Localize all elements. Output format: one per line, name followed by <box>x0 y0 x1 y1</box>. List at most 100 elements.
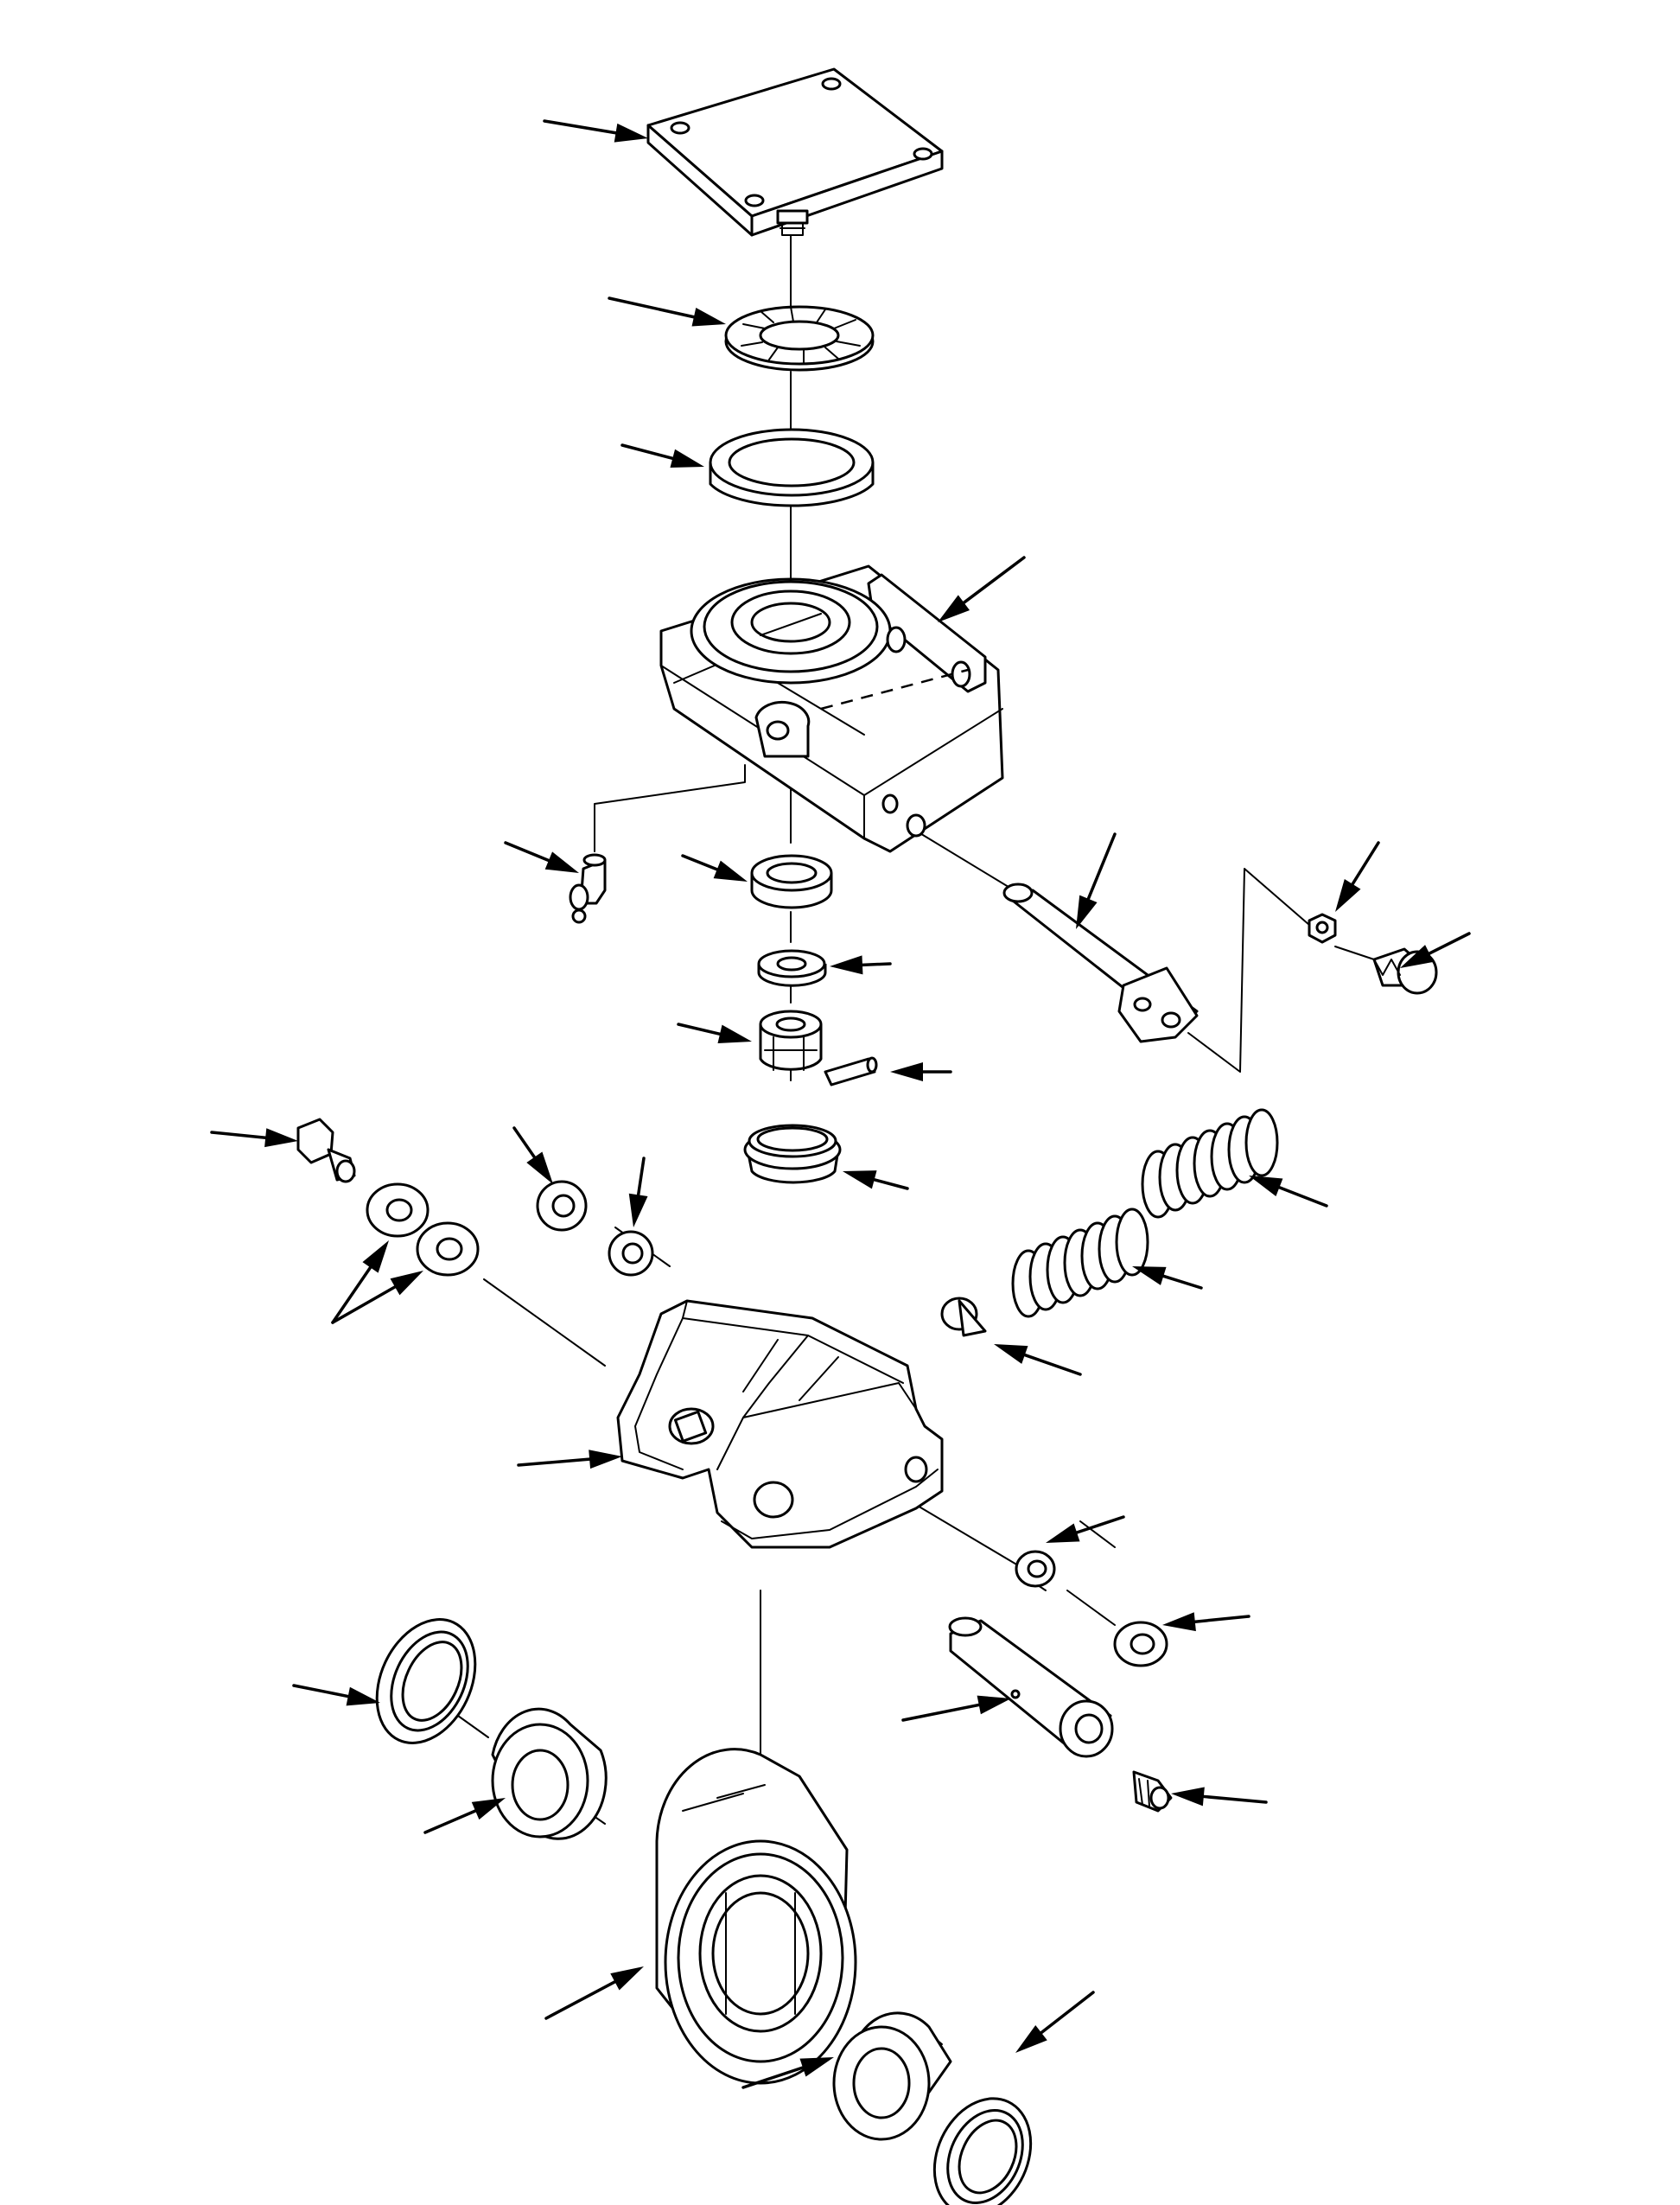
arrowhead <box>713 860 748 882</box>
bearing-race-ring <box>709 428 875 507</box>
wheel-bearing-right <box>832 2011 952 2141</box>
leader-line <box>1161 1274 1203 1290</box>
arrowhead <box>362 1240 389 1273</box>
arrowhead <box>628 1193 648 1227</box>
wheel-bearing-left <box>491 1707 608 1840</box>
leader-arrow <box>1171 1787 1268 1807</box>
leader-arrow <box>331 1240 389 1324</box>
leader-line <box>962 556 1026 604</box>
leader-line <box>901 1703 981 1722</box>
thrust-bearing <box>724 305 875 372</box>
leader-line <box>292 1684 350 1698</box>
arrowhead <box>994 1344 1028 1364</box>
leader-line <box>1075 1515 1125 1534</box>
kingpin-shaft <box>1002 883 1199 1043</box>
grease-elbow-fitting <box>569 853 607 924</box>
spring-plunger <box>940 1297 987 1337</box>
arrowhead <box>1162 1612 1196 1632</box>
arrowhead <box>691 308 726 327</box>
leader-line <box>1202 1794 1268 1804</box>
leader-line <box>331 1265 372 1324</box>
leader-line <box>1086 832 1117 901</box>
washer-left-b <box>416 1221 480 1277</box>
castle-nut <box>759 1010 823 1071</box>
leader-line <box>620 443 675 461</box>
leader-arrow <box>994 1344 1082 1376</box>
leader-arrow <box>741 2057 834 2089</box>
arrowhead <box>1171 1787 1205 1807</box>
leader-line <box>517 1457 591 1467</box>
hex-nut-right <box>1308 913 1337 944</box>
leader-arrow <box>843 1170 909 1190</box>
dust-cap <box>743 1124 842 1184</box>
leader-arrow <box>210 1128 298 1148</box>
leader-line <box>543 119 618 135</box>
leader-arrow <box>504 841 579 873</box>
cotter-pin <box>824 1056 878 1087</box>
leader-line <box>861 962 892 967</box>
arrowhead <box>1132 1266 1167 1285</box>
arrowhead <box>843 1170 877 1189</box>
arrowhead <box>589 1450 622 1469</box>
arrowhead <box>1335 878 1361 912</box>
arrowhead <box>614 123 648 143</box>
compression-spring-lower <box>1011 1208 1149 1318</box>
leader-arrow <box>1162 1612 1250 1632</box>
leader-line <box>210 1131 267 1139</box>
grease-fitting <box>1132 1770 1173 1813</box>
leader-line <box>331 1285 397 1324</box>
arrowhead <box>890 1062 923 1081</box>
leader-arrow <box>628 1157 648 1227</box>
arrowhead <box>977 1695 1011 1715</box>
leader-arrow <box>1132 1266 1203 1290</box>
leader-line <box>681 854 719 871</box>
leader-arrow <box>620 443 704 468</box>
arrowhead <box>938 595 970 622</box>
arrowhead <box>830 955 863 975</box>
leader-line <box>1428 932 1471 955</box>
washer-right <box>1113 1621 1168 1667</box>
leader-line <box>1040 1991 1095 2035</box>
axle-pin <box>948 1616 1114 1758</box>
leader-line <box>636 1157 646 1197</box>
leader-arrow <box>681 854 748 882</box>
wheel-seal-right <box>932 2097 1033 2205</box>
leader-arrow <box>1076 832 1117 929</box>
arrowhead <box>346 1686 380 1706</box>
washer-left-a <box>366 1182 430 1238</box>
leader-arrow <box>938 556 1026 622</box>
leader-arrow <box>1249 1176 1328 1208</box>
compression-spring-upper <box>1141 1108 1279 1219</box>
bushing-upper-b <box>608 1230 654 1277</box>
leader-line <box>504 841 550 863</box>
arrowhead <box>390 1271 423 1296</box>
arrowhead <box>1076 895 1098 929</box>
leader-arrow <box>1046 1515 1125 1543</box>
flat-washer <box>757 949 827 987</box>
swivel-housing <box>659 564 1004 853</box>
arrowhead <box>544 851 579 873</box>
leader-arrow <box>517 1450 622 1469</box>
leader-line <box>544 1980 617 2020</box>
wheel-fork-yoke <box>616 1299 944 1549</box>
callout-arrows <box>210 119 1471 2089</box>
arrowhead <box>1015 2024 1047 2053</box>
hex-bolt-left <box>296 1118 356 1183</box>
arrowhead <box>471 1798 506 1820</box>
arrowhead <box>1249 1176 1283 1197</box>
leader-line <box>677 1023 722 1036</box>
leader-arrow <box>331 1271 423 1324</box>
arrowhead <box>799 2057 834 2077</box>
leader-arrow <box>544 1966 644 2020</box>
leader-line <box>1193 1615 1250 1623</box>
wheel <box>655 1748 857 2085</box>
leader-arrow <box>901 1695 1011 1722</box>
leader-arrow <box>1335 841 1380 912</box>
leader-line <box>608 296 696 319</box>
leader-line <box>872 1178 909 1190</box>
arrowhead <box>526 1151 553 1184</box>
leader-arrow <box>292 1684 380 1706</box>
leader-arrow <box>608 296 726 327</box>
leader-line <box>1351 841 1380 886</box>
leader-line <box>423 1809 477 1834</box>
